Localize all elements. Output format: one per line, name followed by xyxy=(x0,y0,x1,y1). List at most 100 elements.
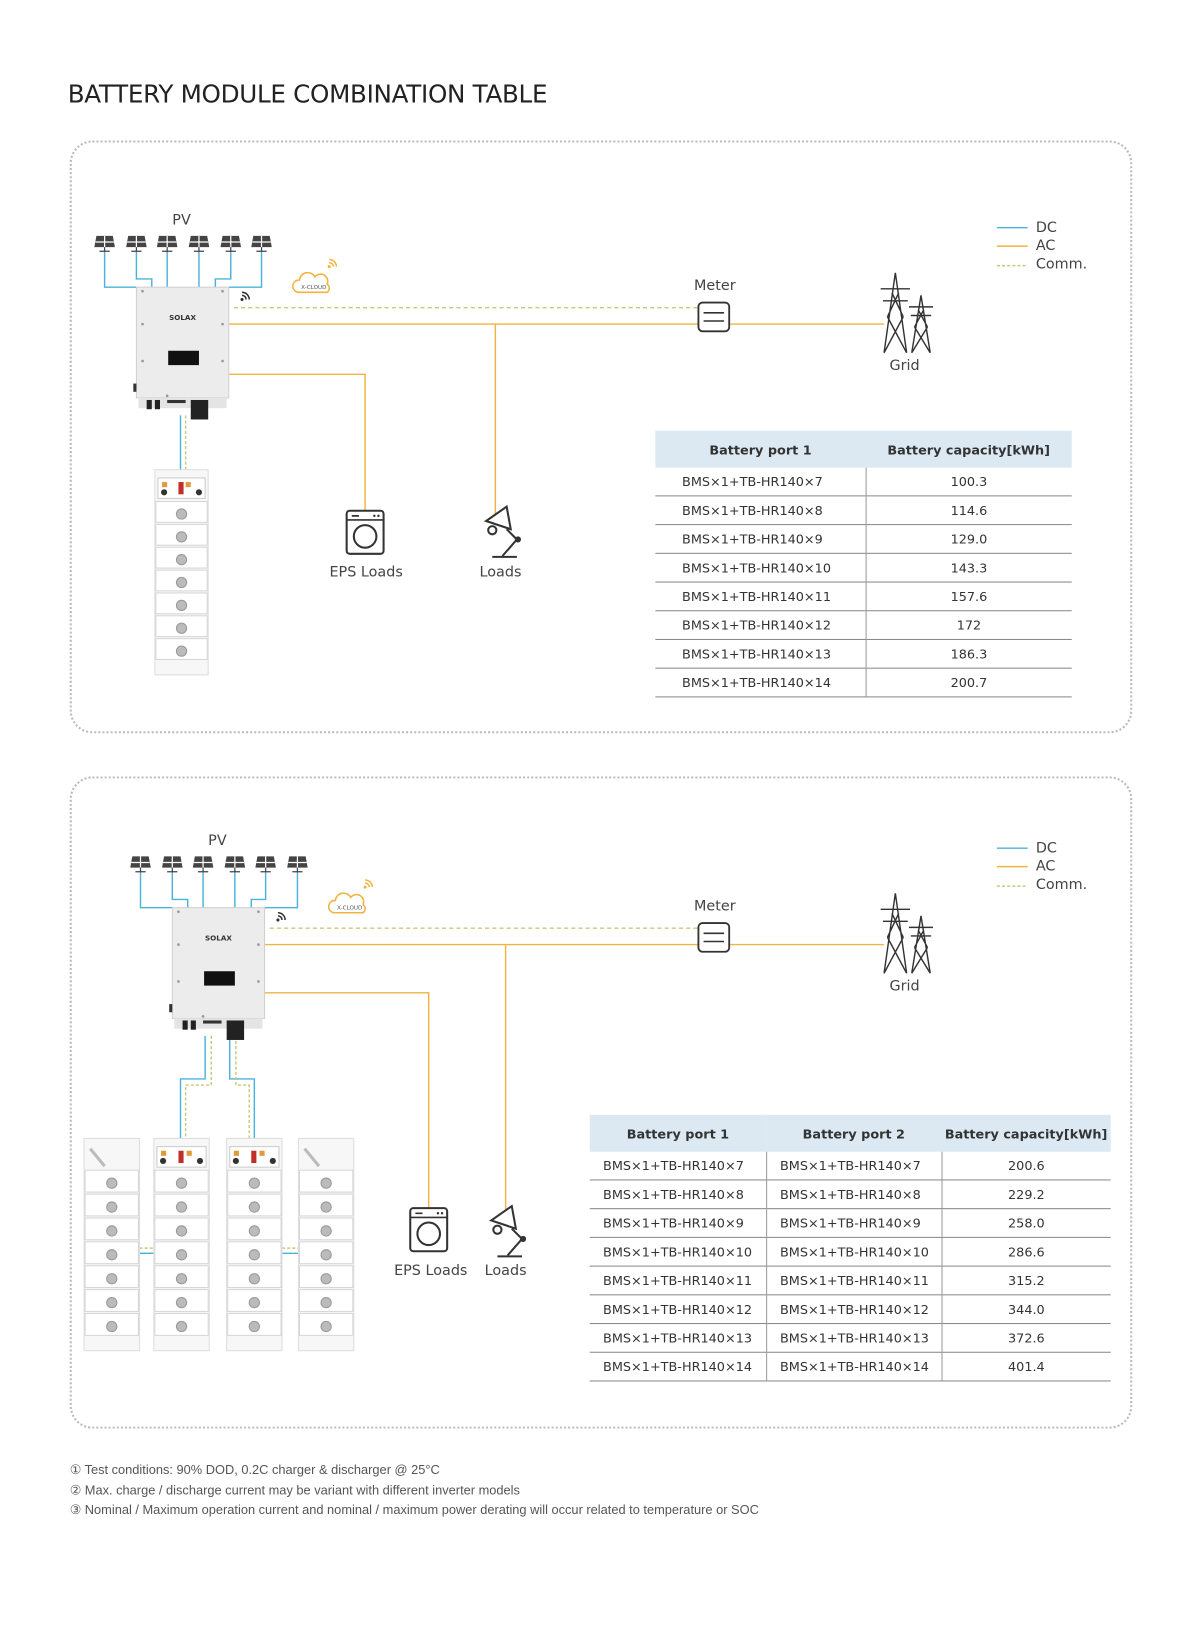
cloud-icon: X-CLOUD xyxy=(292,271,330,294)
module-fan xyxy=(106,1225,118,1237)
page-title: BATTERY MODULE COMBINATION TABLE xyxy=(67,79,548,109)
panel-grid xyxy=(131,856,150,868)
module-fan xyxy=(175,1273,188,1285)
port xyxy=(190,1020,196,1030)
battery-stack-icon xyxy=(154,469,209,676)
washer-panel xyxy=(346,515,384,521)
footnotes: ① Test conditions: 90% DOD, 0.2C charger… xyxy=(70,1460,759,1520)
capacity-cell: 200.7 xyxy=(865,668,1072,698)
module-fan xyxy=(175,1296,188,1309)
battery-config-cell: BMS×1+TB-HR140×10 xyxy=(589,1237,767,1267)
module-fan xyxy=(248,1225,260,1237)
bms-led xyxy=(259,1150,265,1156)
inverter-body xyxy=(171,907,266,1019)
inverter-brand: SOLAX xyxy=(205,933,232,942)
inverter-body xyxy=(135,286,230,399)
panel-stand xyxy=(162,247,173,252)
wifi-arc xyxy=(329,258,338,267)
wifi-dot xyxy=(363,885,367,889)
screw xyxy=(221,322,224,326)
capacity-cell: 114.6 xyxy=(865,495,1072,526)
screw xyxy=(257,943,260,946)
port xyxy=(146,399,152,410)
battery-stack-icon xyxy=(226,1137,283,1352)
washer-button xyxy=(377,514,380,518)
solar-panel-icon xyxy=(224,856,246,873)
inverter-display xyxy=(204,971,235,986)
tower-frame xyxy=(908,915,933,974)
module-fan xyxy=(248,1296,260,1309)
eps-loads-label: EPS Loads xyxy=(394,1262,468,1279)
dc-line xyxy=(228,250,263,288)
meter-label: Meter xyxy=(694,898,736,915)
panel-grid xyxy=(189,235,209,248)
panel-stand xyxy=(197,867,209,873)
wifi-icon xyxy=(363,879,374,889)
capacity-cell: 229.2 xyxy=(940,1179,1111,1210)
screw xyxy=(177,980,180,983)
legend-comm: Comm. xyxy=(1035,876,1088,894)
washer-button xyxy=(436,1212,440,1215)
capacity-cell: 129.0 xyxy=(865,524,1072,554)
footnote: ② Max. charge / discharge current may be… xyxy=(69,1482,520,1497)
module-fan xyxy=(175,576,188,589)
wifi-dot xyxy=(240,297,244,302)
bms-connector xyxy=(269,1157,276,1165)
battery-config-cell: BMS×1+TB-HR140×12 xyxy=(655,610,866,640)
battery-stack-icon xyxy=(83,1137,140,1352)
module-fan xyxy=(106,1296,118,1309)
column-header: Battery capacity[kWh] xyxy=(941,1114,1111,1152)
lamp-joint xyxy=(514,536,522,543)
dc-line xyxy=(171,870,189,908)
eps-ac-line xyxy=(264,992,430,1209)
dual-port-capacity-table: Battery port 1 Battery port 2 Battery ca… xyxy=(589,1114,1111,1382)
footnote: ③ Nominal / Maximum operation current an… xyxy=(69,1502,759,1517)
panel-stand xyxy=(193,247,205,252)
module-fan xyxy=(248,1177,260,1189)
lamp-shade xyxy=(483,504,513,531)
battery-config-cell: BMS×1+TB-HR140×8 xyxy=(655,495,866,526)
module-fan xyxy=(175,645,188,657)
module-fan xyxy=(106,1320,118,1333)
panel-stand xyxy=(292,867,303,873)
screw xyxy=(201,1015,205,1018)
battery-config-cell: BMS×1+TB-HR140×9 xyxy=(765,1208,942,1238)
capacity-cell: 258.0 xyxy=(940,1208,1111,1238)
battery-config-cell: BMS×1+TB-HR140×11 xyxy=(765,1266,942,1296)
panel-grid xyxy=(163,856,182,868)
wifi-arc xyxy=(364,879,374,888)
lamp-shade xyxy=(489,1204,518,1231)
single-port-capacity-table: Battery port 1 Battery capacity[kWh] BMS… xyxy=(655,430,1072,698)
panel-stand xyxy=(167,867,178,873)
lamp-icon xyxy=(483,504,522,558)
lamp-icon xyxy=(489,1204,527,1258)
capacity-cell: 172 xyxy=(865,610,1072,640)
module-fan xyxy=(320,1296,332,1309)
legend-ac: AC xyxy=(1035,858,1056,875)
screw xyxy=(141,322,144,326)
battery-config-cell: BMS×1+TB-HR140×8 xyxy=(765,1179,942,1210)
dc-line xyxy=(139,870,173,909)
dc-line xyxy=(250,870,267,908)
dual-port-panel xyxy=(69,776,1133,1429)
port-box xyxy=(190,399,209,420)
module-fan xyxy=(248,1201,260,1213)
bms-led xyxy=(186,1150,192,1156)
dc-line xyxy=(264,870,299,909)
port-strip xyxy=(203,1020,222,1024)
panel-grid xyxy=(95,235,114,248)
battery-config-cell: BMS×1+TB-HR140×7 xyxy=(765,1151,942,1181)
panel-stand xyxy=(135,867,146,873)
meter-lines xyxy=(703,312,725,322)
battery-comm-line xyxy=(235,1035,250,1139)
legend-dc: DC xyxy=(1035,219,1057,236)
battery-comm-line xyxy=(184,1035,212,1139)
side-port xyxy=(133,383,137,392)
screw xyxy=(221,289,224,293)
